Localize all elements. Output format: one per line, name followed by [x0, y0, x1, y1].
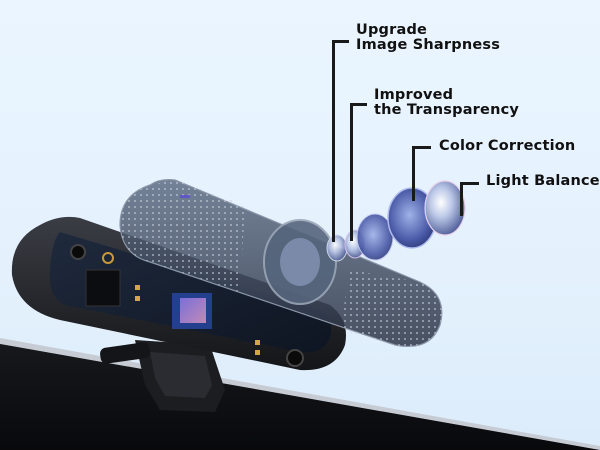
callout-line-vertical: [332, 40, 335, 242]
lens-element-1: [326, 234, 348, 262]
callout-label-line: Improved: [374, 87, 454, 103]
callout-line-horizontal: [350, 103, 367, 106]
callout-line-horizontal: [412, 146, 431, 149]
callout-label-improved-transparency: Improved the Transparency: [374, 88, 519, 118]
callout-line-vertical: [460, 182, 463, 216]
callout-label-line: Upgrade: [356, 22, 428, 38]
image-sensor: [172, 293, 212, 329]
callout-label-color-correction: Color Correction: [439, 139, 575, 154]
callout-label-light-balance: Light Balance: [486, 174, 600, 189]
callout-line-vertical: [412, 146, 415, 201]
lens-barrel: [263, 219, 337, 305]
mounting-clip: [100, 340, 225, 412]
callout-label-line: Light Balance: [486, 173, 600, 189]
lens-element-5: [424, 180, 466, 236]
webcam-rear-housing: [11, 216, 346, 371]
callout-label-line: Color Correction: [439, 138, 576, 154]
circuit-board: [49, 232, 332, 353]
callout-label-line: the Transparency: [374, 102, 520, 118]
callout-line-vertical: [350, 103, 353, 241]
callout-label-line: Image Sharpness: [356, 37, 501, 53]
callout-line-horizontal: [460, 182, 479, 185]
callout-label-upgrade-image-sharpness: Upgrade Image Sharpness: [356, 23, 500, 53]
callout-line-horizontal: [332, 40, 349, 43]
